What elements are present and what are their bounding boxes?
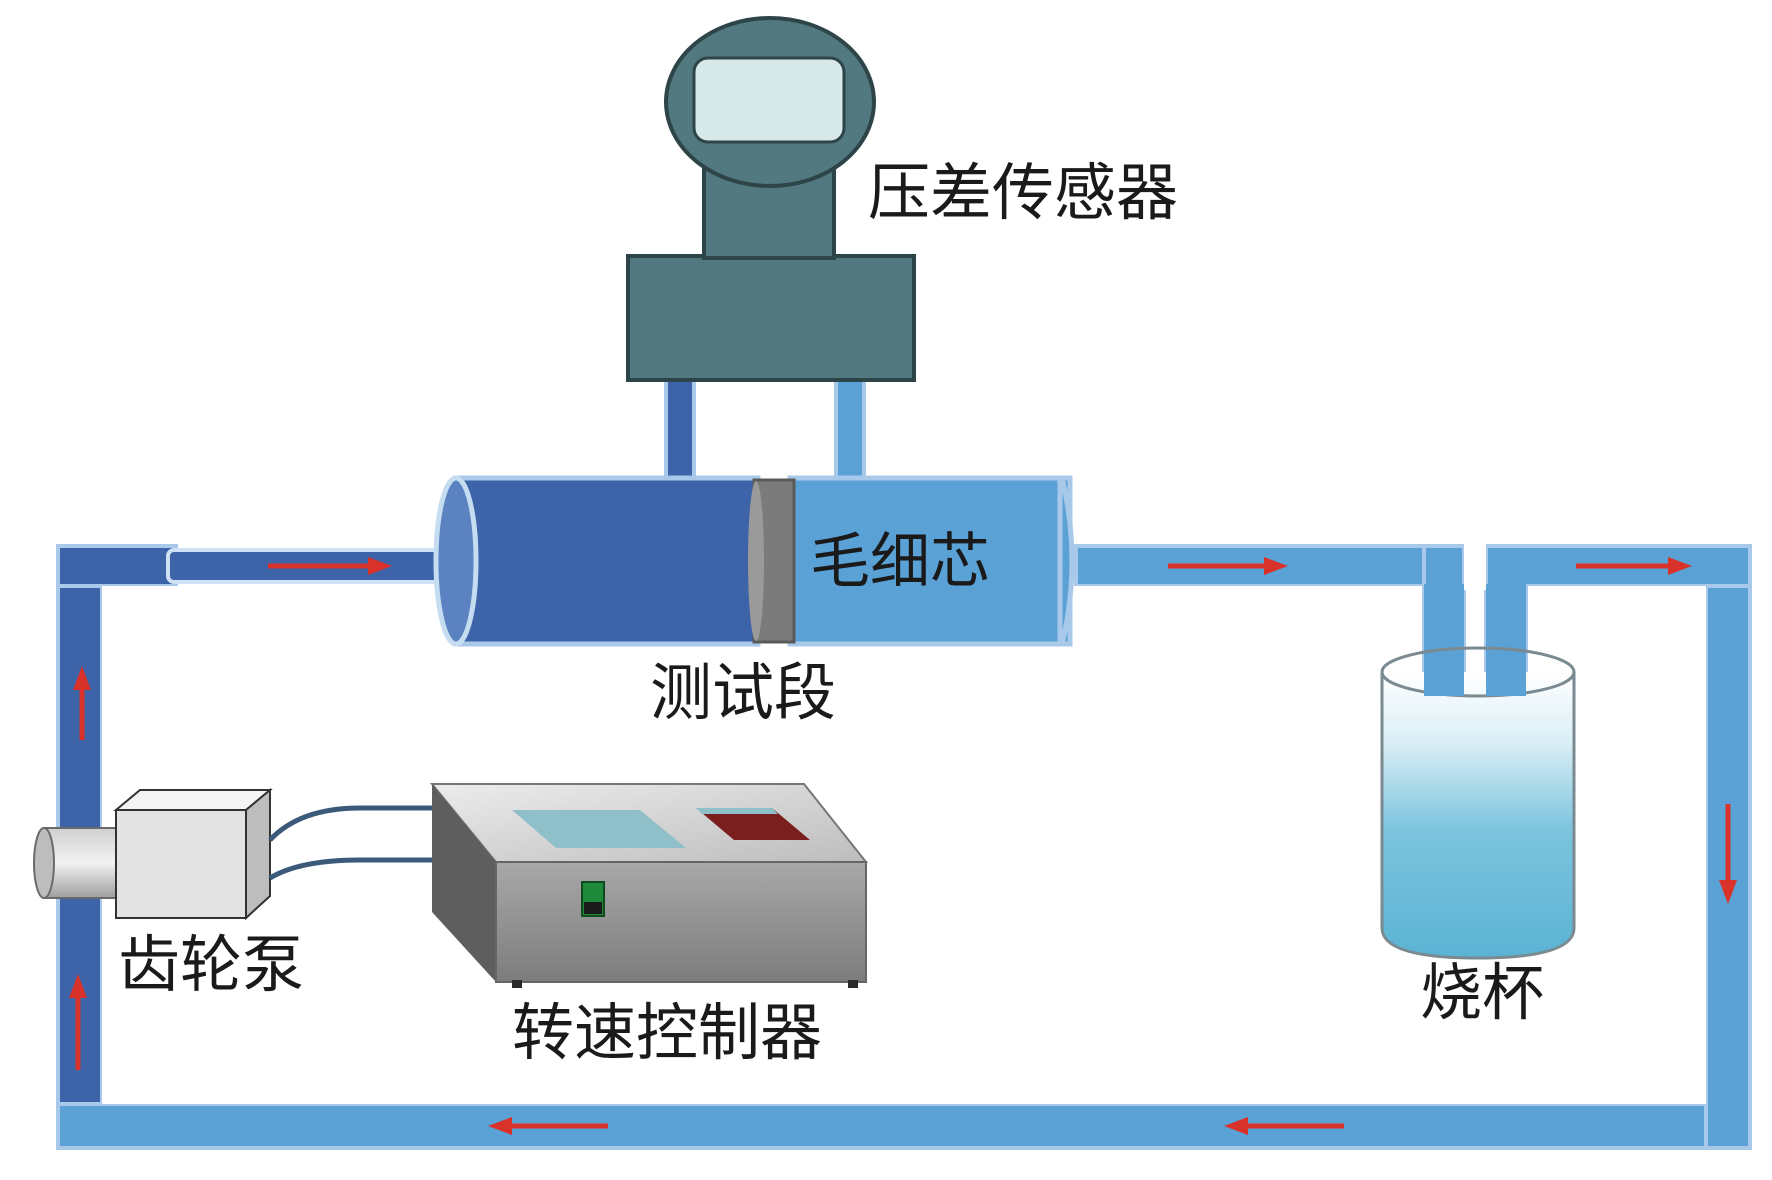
- label-speed-controller: 转速控制器: [512, 996, 823, 1069]
- sensor-tap-right: [834, 376, 866, 482]
- controller-left-side: [432, 784, 496, 982]
- test-section-upstream: [453, 475, 761, 647]
- beaker: [1380, 646, 1576, 960]
- pump-box-top: [113, 789, 273, 811]
- test-section-end-cap: [1057, 475, 1075, 647]
- arrow-inlet: [268, 557, 392, 575]
- pump-cable-lower: [268, 857, 432, 881]
- sensor-base: [626, 254, 916, 382]
- label-gear-pump: 齿轮泵: [118, 928, 305, 1001]
- arrow-bottom-right: [1224, 1117, 1344, 1135]
- test-section: [433, 376, 1075, 647]
- controller-red-display: [696, 808, 810, 840]
- label-test-section: 测试段: [650, 656, 837, 729]
- arrow-left-up-lower: [69, 974, 87, 1070]
- beaker-body: [1380, 672, 1576, 960]
- pump-box-front: [115, 809, 247, 919]
- sensor-tap-left: [664, 376, 696, 482]
- test-section-inlet-cap: [433, 475, 479, 647]
- controller-front: [495, 861, 867, 983]
- arrow-outlet: [1168, 557, 1288, 575]
- test-section-downstream: [787, 475, 1073, 647]
- arrow-left-up-upper: [73, 666, 91, 740]
- controller-display: [512, 810, 686, 848]
- pump-cable-upper: [268, 805, 432, 842]
- label-beaker: 烧杯: [1420, 956, 1545, 1029]
- speed-controller: [429, 783, 869, 988]
- arrow-return-top: [1576, 557, 1692, 575]
- pump-box-side: [245, 787, 271, 921]
- pipe-inlet: [56, 544, 178, 588]
- label-pressure-sensor: 压差传感器: [868, 156, 1179, 229]
- gear-pump: [33, 787, 432, 921]
- sensor-screen: [692, 56, 846, 144]
- flow-arrows: [69, 557, 1737, 1135]
- pipe-bottom: [56, 1102, 1752, 1150]
- label-capillary-core: 毛细芯: [810, 527, 990, 597]
- pressure-sensor: [626, 16, 916, 382]
- arrow-bottom-left: [488, 1117, 608, 1135]
- beaker-rim: [1380, 646, 1576, 698]
- arrow-right-down: [1719, 804, 1737, 904]
